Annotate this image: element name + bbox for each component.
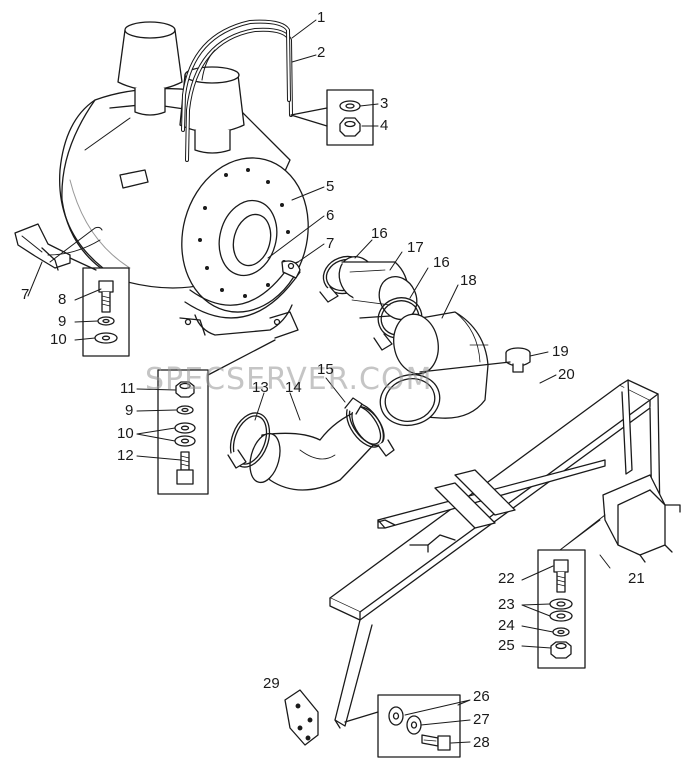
callout-1: 1 [317, 9, 326, 26]
hose-sleeve-17 [338, 256, 418, 320]
callout-5: 5 [326, 178, 335, 195]
callout-6: 6 [326, 207, 335, 224]
callout-7-left: 7 [21, 286, 30, 303]
fastener-box-left [69, 257, 130, 357]
callout-9-left: 9 [58, 313, 67, 330]
fastener-box-right [537, 549, 586, 669]
mounting-strap [179, 261, 301, 339]
handle-bar-1 [181, 19, 293, 162]
fastener-box-upper [290, 89, 374, 146]
callout-4: 4 [380, 117, 389, 134]
mounting-bracket-21 [559, 474, 673, 563]
callout-14: 14 [285, 379, 302, 396]
callout-29: 29 [263, 675, 280, 692]
intake-cap-right [179, 66, 245, 154]
fastener-box-middle [157, 339, 276, 495]
band-clamp-upper [281, 260, 301, 279]
housing-bracket-left [14, 223, 103, 271]
hose-clamp-15 [344, 397, 395, 457]
intake-cap-left [117, 21, 183, 116]
callout-21: 21 [628, 570, 645, 587]
callout-9-mid: 9 [125, 402, 134, 419]
callout-12: 12 [117, 447, 134, 464]
intake-pipe-18 [379, 311, 489, 427]
restriction-indicator-19 [419, 347, 531, 373]
callout-26: 26 [473, 688, 490, 705]
housing-end-cover [181, 157, 309, 313]
callout-10-mid: 10 [117, 425, 134, 442]
callout-24: 24 [498, 617, 515, 634]
support-frame-20 [329, 379, 681, 729]
callout-28: 28 [473, 734, 490, 751]
leader-lines [27, 19, 611, 744]
callout-25: 25 [498, 637, 515, 654]
callout-10-left: 10 [50, 331, 67, 348]
watermark-text: SPECSERVER.COM [145, 362, 433, 397]
callout-16-top: 16 [371, 225, 388, 242]
callout-22: 22 [498, 570, 515, 587]
callout-13: 13 [252, 379, 269, 396]
callout-7-right: 7 [326, 235, 335, 252]
fastener-box-bottom [344, 694, 461, 758]
callout-20: 20 [558, 366, 575, 383]
callout-17: 17 [407, 239, 424, 256]
callout-19: 19 [552, 343, 569, 360]
plate-29 [284, 689, 319, 746]
callout-23: 23 [498, 596, 515, 613]
callout-3: 3 [380, 95, 389, 112]
callout-16-mid: 16 [433, 254, 450, 271]
elbow-hose-14 [249, 406, 385, 491]
callout-27: 27 [473, 711, 490, 728]
hose-clamp-13 [227, 412, 271, 469]
callout-11: 11 [120, 380, 136, 397]
callout-15: 15 [317, 361, 334, 378]
callout-2: 2 [317, 44, 326, 61]
callout-18: 18 [460, 272, 477, 289]
callout-8: 8 [58, 291, 67, 308]
